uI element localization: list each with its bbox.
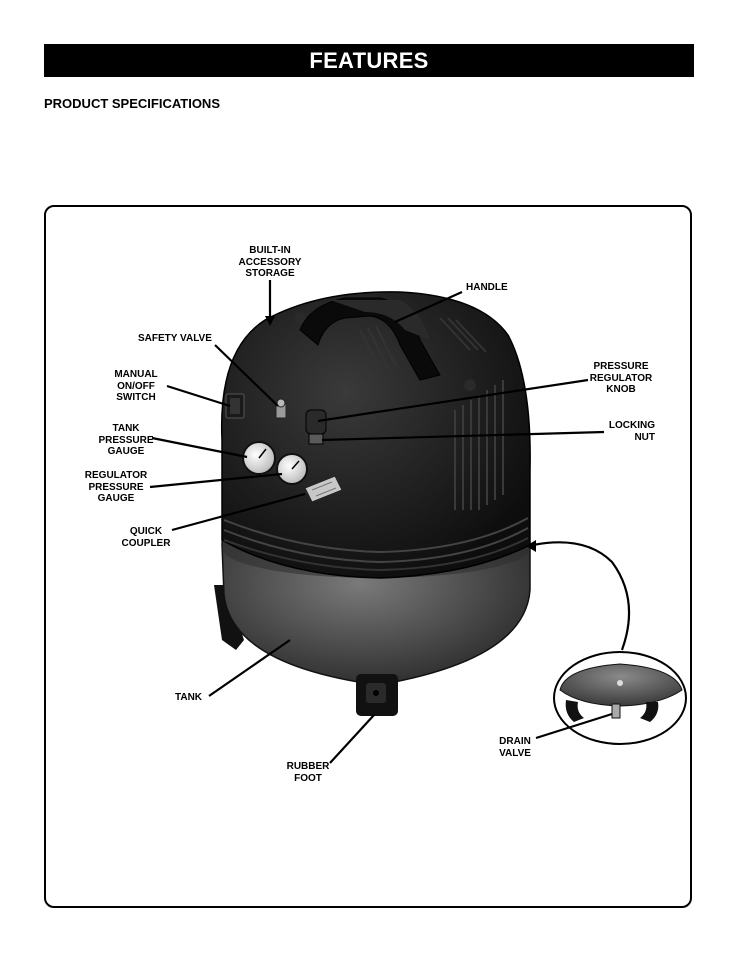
label-safety-valve: SAFETY VALVE [138,333,212,344]
leader-locking-nut [321,430,605,442]
arrowhead-inset [526,540,536,552]
leader-tank-gauge [151,436,248,459]
label-locking-nut: LOCKING NUT [608,420,655,443]
label-regulator-gauge: REGULATOR PRESSURE GAUGE [84,470,148,504]
label-rubber-foot: RUBBER FOOT [286,761,330,784]
leader-lines [149,280,631,764]
on-off-switch [225,393,245,419]
label-tank: TANK [175,692,203,703]
features-banner: FEATURES [44,44,694,77]
leader-safety-valve [214,344,279,407]
label-regulator-knob: PRESSURE REGULATOR KNOB [589,361,653,395]
leader-inset-curve [532,541,631,651]
regulator-knob [305,409,327,445]
quick-coupler [304,475,343,503]
drain-detail-inset [553,651,687,745]
leader-regulator-knob [317,378,589,423]
shroud-body [220,291,531,579]
label-tank-gauge: TANK PRESSURE GAUGE [98,423,154,457]
label-drain-valve: DRAIN VALVE [499,736,531,759]
rear-foot-left [214,585,244,650]
safety-valve [275,398,287,419]
rubber-foot-front [356,674,398,716]
leader-rubber-foot [329,714,375,764]
leader-drain-valve [535,712,613,740]
regulator-pressure-gauge [276,453,308,485]
diagram-frame [44,205,692,908]
label-on-off-switch: MANUAL ON/OFF SWITCH [114,369,158,403]
label-quick-coupler: QUICK COUPLER [121,526,171,549]
leader-regulator-gauge [149,472,283,489]
tank-pressure-gauge [242,441,276,475]
label-accessory-storage: BUILT-IN ACCESSORY STORAGE [238,245,302,279]
leader-switch [166,384,231,408]
section-title: PRODUCT SPECIFICATIONS [44,96,220,111]
leader-arrowheads [265,316,536,552]
banner-title: FEATURES [309,47,429,73]
leader-quick-coupler [171,492,306,532]
arrowhead-storage [265,316,275,326]
leader-tank [208,639,291,697]
leader-handle [394,290,463,324]
label-handle: HANDLE [466,282,508,293]
